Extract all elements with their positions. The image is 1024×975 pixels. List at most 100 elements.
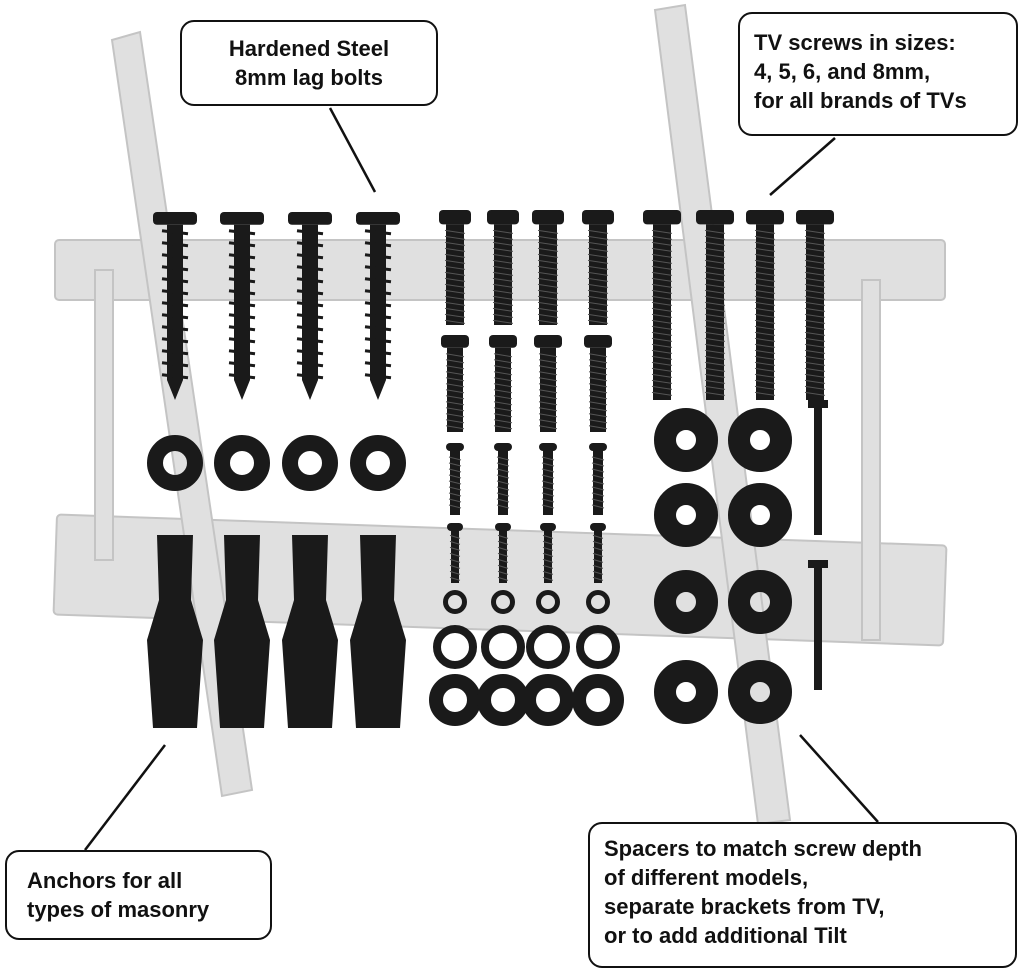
long-tv-screw-head — [796, 210, 834, 225]
thread — [804, 373, 826, 378]
lag-bolt — [302, 224, 318, 400]
thread — [493, 425, 513, 430]
washer — [147, 435, 203, 491]
thread — [541, 492, 555, 497]
thread — [754, 289, 776, 294]
thread — [364, 337, 392, 344]
wall-anchor — [147, 535, 203, 728]
lock-washer — [433, 625, 477, 669]
thread — [538, 365, 558, 370]
thread — [497, 534, 509, 539]
thread — [754, 277, 776, 282]
thread — [445, 401, 465, 406]
thread — [754, 247, 776, 252]
flat-washer — [572, 674, 624, 726]
thread — [704, 265, 726, 270]
thread — [537, 277, 559, 282]
small-washer — [443, 590, 467, 614]
thread — [804, 379, 826, 384]
thread — [444, 277, 466, 282]
small-washer — [536, 590, 560, 614]
thread — [538, 425, 558, 430]
thread — [541, 468, 555, 473]
thread — [651, 367, 673, 372]
thread — [542, 570, 554, 575]
thread — [493, 395, 513, 400]
lag-bolt-head — [288, 212, 332, 225]
m4-screw-head — [447, 523, 463, 531]
thread — [587, 259, 609, 264]
thread — [493, 365, 513, 370]
thread — [492, 277, 514, 282]
thread — [538, 407, 558, 412]
thread — [537, 265, 559, 270]
thread — [541, 462, 555, 467]
thread — [754, 337, 776, 342]
thread — [161, 325, 189, 332]
spacer — [654, 483, 718, 547]
bolt-head — [808, 400, 828, 408]
thread — [537, 247, 559, 252]
thread — [591, 504, 605, 509]
thread — [228, 277, 256, 284]
thread — [161, 373, 189, 380]
thread — [492, 307, 514, 312]
thread — [587, 271, 609, 276]
thread — [445, 371, 465, 376]
thread — [364, 361, 392, 368]
m4-screw-head — [540, 523, 556, 531]
thread — [296, 301, 324, 308]
thread — [161, 265, 189, 272]
thread — [493, 419, 513, 424]
thread — [445, 365, 465, 370]
thread — [542, 540, 554, 545]
thread — [296, 289, 324, 296]
thread — [651, 235, 673, 240]
thread — [651, 355, 673, 360]
thread — [493, 383, 513, 388]
thread — [704, 229, 726, 234]
thread — [492, 313, 514, 318]
thread — [704, 343, 726, 348]
thread — [588, 419, 608, 424]
thread — [754, 307, 776, 312]
thread — [587, 301, 609, 306]
thread — [592, 540, 604, 545]
thread — [591, 486, 605, 491]
thread — [496, 486, 510, 491]
thread — [496, 474, 510, 479]
thread — [538, 371, 558, 376]
thread — [449, 546, 461, 551]
lock-washer — [576, 625, 620, 669]
thread — [542, 546, 554, 551]
callout-tv-screws: TV screws in sizes: 4, 5, 6, and 8mm, fo… — [738, 12, 1018, 136]
thread — [538, 419, 558, 424]
thread — [588, 365, 608, 370]
thread — [704, 373, 726, 378]
thread — [651, 343, 673, 348]
leader-line — [328, 107, 377, 193]
thread — [592, 576, 604, 581]
thread — [296, 361, 324, 368]
thread — [537, 259, 559, 264]
thread — [804, 259, 826, 264]
m5-screw-head — [494, 443, 512, 451]
right-post — [861, 279, 881, 641]
thread — [161, 301, 189, 308]
thread — [492, 265, 514, 270]
thread — [754, 343, 776, 348]
thread — [228, 265, 256, 272]
thread — [754, 271, 776, 276]
thread — [445, 425, 465, 430]
thread — [492, 295, 514, 300]
thread — [444, 253, 466, 258]
thread — [704, 367, 726, 372]
m8-screw-head — [487, 210, 519, 225]
thread — [754, 295, 776, 300]
spacer — [728, 408, 792, 472]
thread — [704, 295, 726, 300]
thread — [538, 413, 558, 418]
thread — [449, 534, 461, 539]
thread — [651, 277, 673, 282]
thread — [493, 371, 513, 376]
